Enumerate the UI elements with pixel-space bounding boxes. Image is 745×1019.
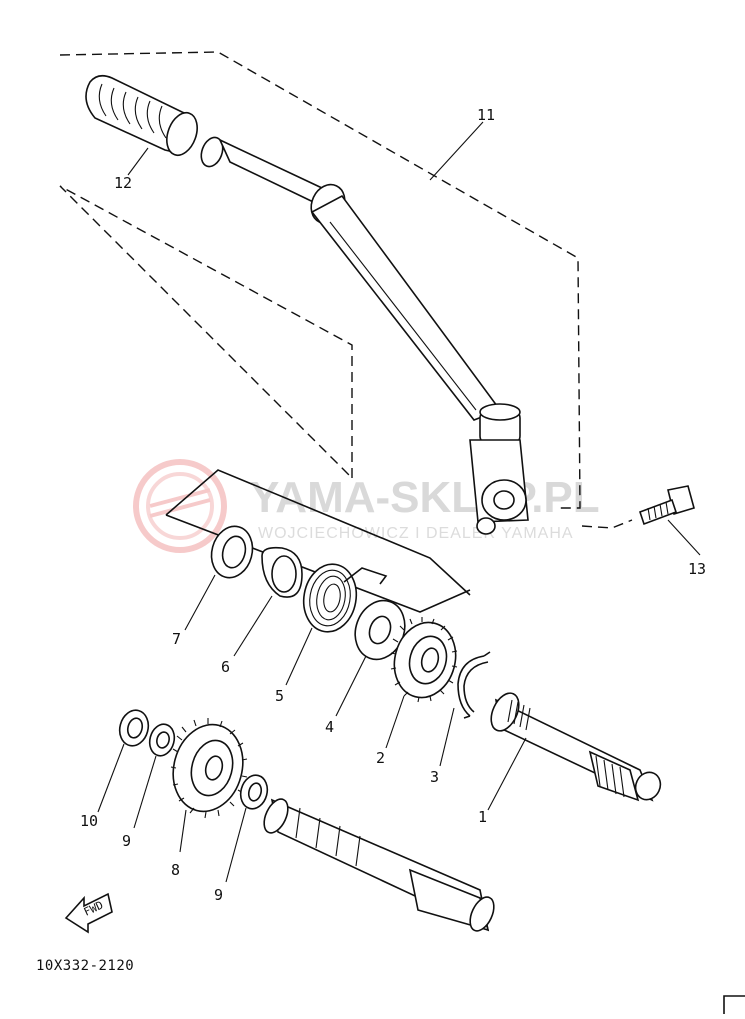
callout-6: 6 <box>221 658 230 676</box>
drawing-code: 10X332-2120 <box>36 958 134 974</box>
callout-11: 11 <box>477 106 495 124</box>
callouts: 11 12 13 7 6 5 4 2 3 1 10 9 8 9 <box>80 106 706 904</box>
callout-8: 8 <box>171 861 180 879</box>
watermark-logo <box>133 459 227 553</box>
washer-large <box>354 599 406 661</box>
callout-10: 10 <box>80 812 98 830</box>
callout-4: 4 <box>325 718 334 736</box>
callout-12: 12 <box>114 174 132 192</box>
main-shaft <box>263 798 495 932</box>
corner-bracket <box>723 995 745 1014</box>
kick-arm <box>200 136 529 535</box>
idler-gear <box>170 718 248 819</box>
washer-small-upper <box>148 723 176 757</box>
circlip-small <box>118 709 150 747</box>
forward-arrow-icon: FWD <box>64 892 113 934</box>
bolt <box>581 485 695 529</box>
callout-13: 13 <box>688 560 706 578</box>
callout-7: 7 <box>172 630 181 648</box>
circlip <box>457 651 491 719</box>
callout-2: 2 <box>376 749 385 767</box>
torsion-spring <box>302 563 388 633</box>
washer-small-lower <box>239 774 269 810</box>
watermark: YAMA-SKLEP.PL WOJCIECHOWICZ I DEALER YAM… <box>133 459 600 553</box>
callout-1: 1 <box>478 808 487 826</box>
leader-lines <box>97 121 701 883</box>
kick-arm-assembly-boundary <box>59 51 581 509</box>
collar <box>261 546 303 598</box>
oil-seal <box>210 525 254 579</box>
kick-gear <box>390 617 458 703</box>
kick-grip <box>85 74 198 157</box>
callout-9-upper: 9 <box>122 832 131 850</box>
callout-9-lower: 9 <box>214 886 223 904</box>
callout-5: 5 <box>275 687 284 705</box>
kick-axle <box>490 692 662 802</box>
watermark-tagline: WOJCIECHOWICZ I DEALER YAMAHA <box>258 525 574 542</box>
watermark-brand: YAMA-SKLEP.PL <box>250 473 600 522</box>
callout-3: 3 <box>430 768 439 786</box>
